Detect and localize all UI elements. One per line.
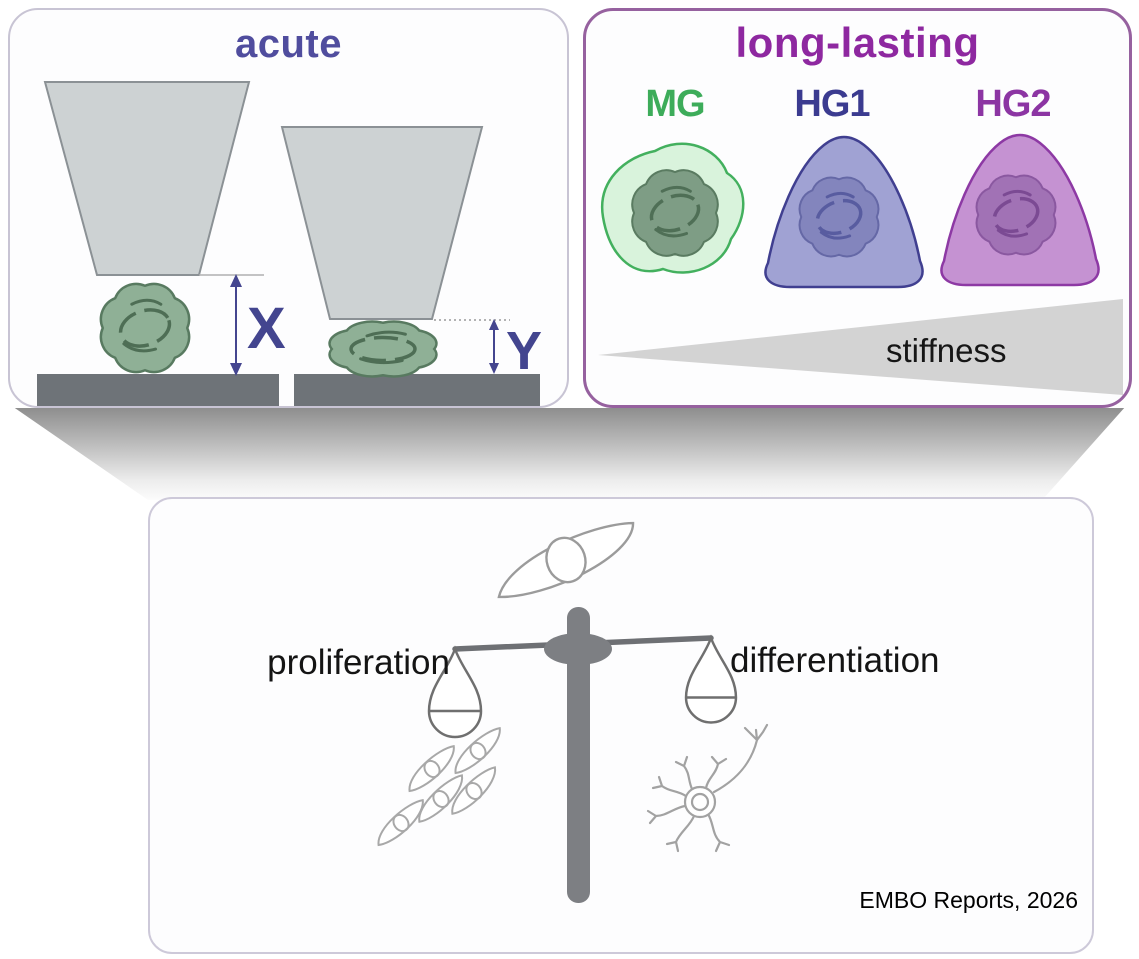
hg1-cell-icon <box>764 135 924 289</box>
afm-probe-icon-right <box>280 126 484 320</box>
differentiation-label: differentiation <box>730 641 940 680</box>
acute-illustration <box>37 81 540 406</box>
hg1-cell-label: HG1 <box>794 83 870 125</box>
substrate-bar-left <box>37 374 279 406</box>
balance-pan-left <box>427 645 483 739</box>
mg-cell-icon <box>600 142 745 274</box>
panel-connector-gradient <box>14 408 1125 500</box>
neuron-icon <box>646 723 769 853</box>
acute-title: acute <box>235 22 342 66</box>
balance-pan-right <box>686 638 736 722</box>
panel-long-lasting: long-lasting MG HG1 HG2 stiffness <box>583 8 1132 408</box>
proliferation-label: proliferation <box>267 643 450 682</box>
hg2-cell-icon <box>940 133 1100 287</box>
measure-label-x: X <box>247 296 286 361</box>
stiffness-label: stiffness <box>886 332 1007 369</box>
cell-icon-round <box>101 284 189 372</box>
substrate-bar-right <box>294 374 540 406</box>
panel-acute: acute X Y <box>8 8 569 408</box>
afm-probe-icon-left <box>43 81 251 276</box>
long-lasting-illustration <box>598 133 1123 395</box>
measure-label-y: Y <box>506 321 543 381</box>
balance-post <box>567 607 590 903</box>
balance-illustration <box>150 499 769 903</box>
mg-cell-label: MG <box>645 83 705 125</box>
measure-arrow-y <box>489 319 499 374</box>
measure-arrow-x <box>230 274 242 376</box>
panel-balance: proliferation differentiation <box>148 497 1094 954</box>
long-lasting-title: long-lasting <box>735 19 980 66</box>
stiffness-triangle-icon <box>598 299 1123 395</box>
hg2-cell-label: HG2 <box>975 83 1051 125</box>
credit-text: EMBO Reports, 2026 <box>859 887 1078 913</box>
proliferating-cells-icon <box>370 725 508 848</box>
stem-cell-icon <box>488 515 645 604</box>
cell-icon-squished <box>330 322 437 377</box>
